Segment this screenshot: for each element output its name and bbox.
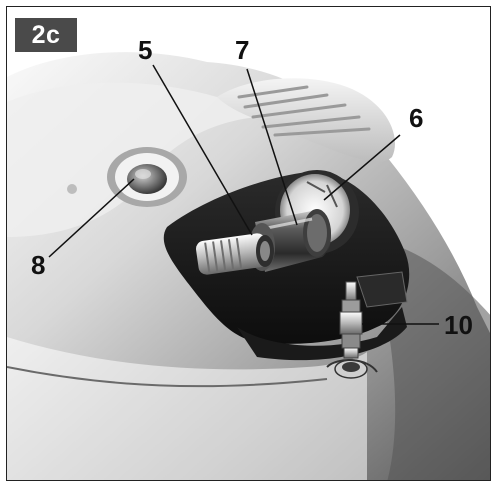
callout-7: 7 (235, 35, 250, 65)
figure-tag: 2c (15, 18, 77, 52)
hose-coupling-icon (196, 233, 274, 275)
callout-8: 8 (31, 250, 46, 280)
callout-6: 6 (409, 103, 424, 133)
button-icon (107, 147, 187, 207)
figure-frame: 2c (6, 6, 491, 481)
callout-10: 10 (444, 310, 473, 340)
callout-5: 5 (138, 35, 153, 65)
tire-valve-icon (326, 281, 378, 379)
compressor-illustration (7, 52, 490, 480)
leader-lines (48, 64, 439, 325)
